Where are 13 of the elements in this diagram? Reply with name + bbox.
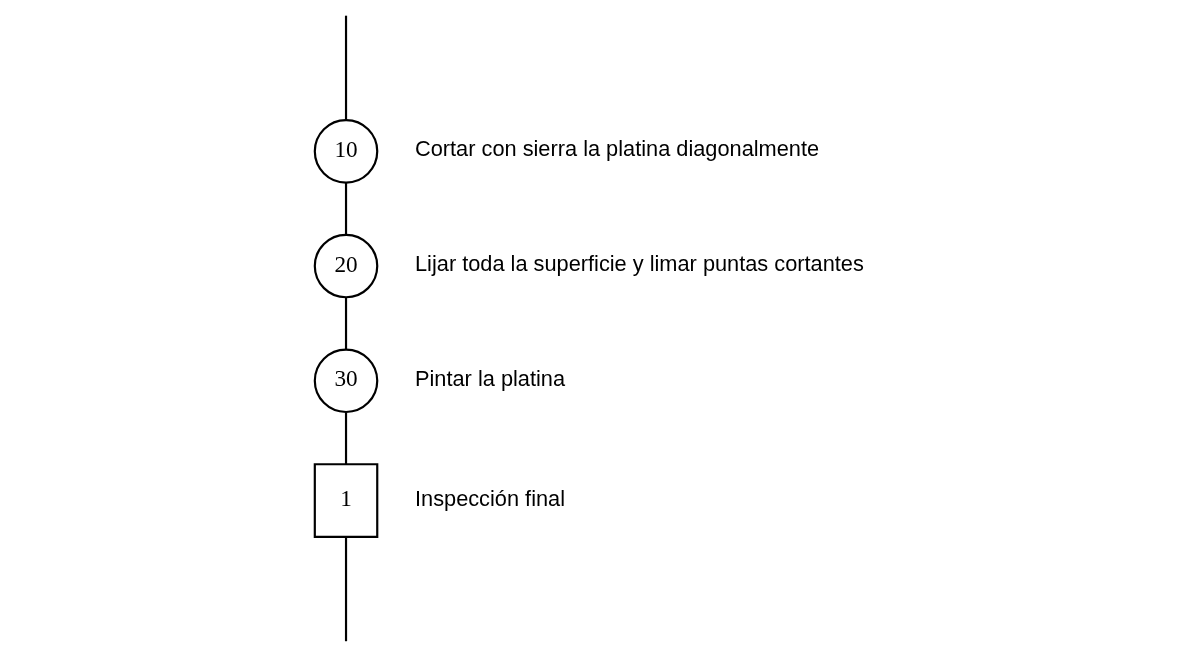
node-label: Cortar con sierra la platina diagonalmente bbox=[414, 136, 819, 162]
node-label: Lijar toda la superficie y limar puntas cortantes bbox=[414, 251, 864, 277]
node-circle: 10 bbox=[313, 119, 378, 184]
node-circle: 20 bbox=[313, 233, 378, 299]
node-label: Inspección final bbox=[414, 485, 565, 511]
connector bbox=[344, 412, 347, 465]
connector bbox=[344, 182, 347, 235]
connector bbox=[344, 537, 347, 642]
node-circle: 30 bbox=[313, 348, 378, 414]
connector bbox=[344, 15, 347, 120]
node-label: Pintar la platina bbox=[414, 365, 565, 391]
connector bbox=[344, 297, 347, 350]
node-box: 1 bbox=[313, 463, 378, 538]
